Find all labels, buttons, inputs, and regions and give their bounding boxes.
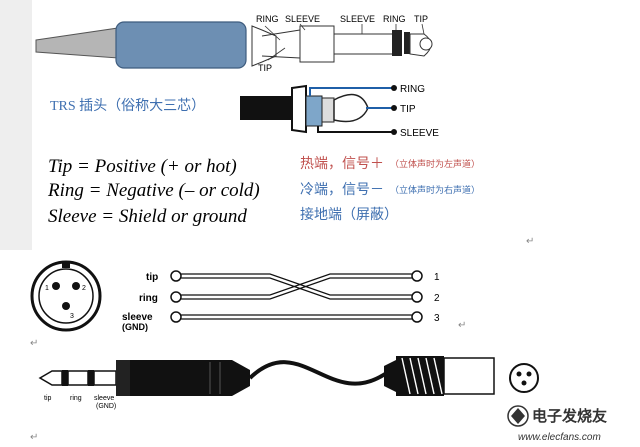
def-tip-note: （立体声时为左声道） xyxy=(390,158,480,169)
top-label-tip-b: TIP xyxy=(258,63,272,73)
watermark-url: www.elecfans.com xyxy=(518,432,601,443)
top-label-ring: RING xyxy=(256,14,279,24)
wiring-pin-2: 2 xyxy=(434,293,440,304)
bottom-label-ring: ring xyxy=(70,395,82,402)
return-mark-4: ↵ xyxy=(30,432,38,443)
svg-text:1: 1 xyxy=(45,285,49,292)
return-mark-2: ↵ xyxy=(458,320,466,331)
wiring-pin-1: 1 xyxy=(434,272,440,283)
svg-text:2: 2 xyxy=(82,285,86,292)
bottom-label-sleeve: sleeve xyxy=(94,395,114,402)
wiring-label-ring: ring xyxy=(139,293,158,304)
trs-pin-sleeve: SLEEVE xyxy=(400,128,439,139)
def-sleeve-cn: 接地端（屏蔽） xyxy=(300,206,398,223)
wiring-label-sleeve: sleeve xyxy=(122,312,153,323)
wiring-label-gnd: (GND) xyxy=(122,322,148,332)
wiring-label-tip: tip xyxy=(146,272,158,283)
xlr-connector-face: 1 2 3 xyxy=(30,260,102,332)
xlr-male-face-icon xyxy=(509,363,539,393)
trs-plug xyxy=(240,84,397,135)
bottom-cable xyxy=(248,360,387,386)
trs-pin-ring: RING xyxy=(400,84,425,95)
svg-text:3: 3 xyxy=(70,313,74,320)
top-label-sleeve-a: SLEEVE xyxy=(285,14,320,24)
elecfans-logo-icon xyxy=(507,405,529,427)
bottom-label-tip: tip xyxy=(44,395,52,402)
top-label-sleeve-b: SLEEVE xyxy=(340,14,375,24)
bottom-label-gnd: (GND) xyxy=(96,403,116,410)
return-mark-3: ↵ xyxy=(30,338,38,349)
def-sleeve-en: Sleeve = Shield or ground xyxy=(48,206,247,227)
bottom-trs-plug xyxy=(38,360,250,396)
xlr-plug-body xyxy=(384,356,495,396)
wiring-diagram xyxy=(170,270,423,323)
top-label-tip: TIP xyxy=(414,14,428,24)
def-ring-en: Ring = Negative (– or cold) xyxy=(47,180,260,201)
trs-pin-tip: TIP xyxy=(400,104,416,115)
def-tip-en: Tip = Positive (+ or hot) xyxy=(48,156,237,177)
trs-title: TRS 插头（俗称大三芯） xyxy=(50,98,205,114)
return-mark-1: ↵ xyxy=(526,236,534,247)
top-plug xyxy=(35,21,433,69)
top-label-ring-b: RING xyxy=(383,14,406,24)
def-ring-cn: 冷端，信号－ xyxy=(300,182,384,198)
watermark-brand: 电子发烧友 xyxy=(532,407,607,425)
wiring-pin-3: 3 xyxy=(434,313,440,324)
def-ring-note: （立体声时为右声道） xyxy=(390,184,480,195)
def-tip-cn: 热端，信号＋ xyxy=(300,156,384,172)
